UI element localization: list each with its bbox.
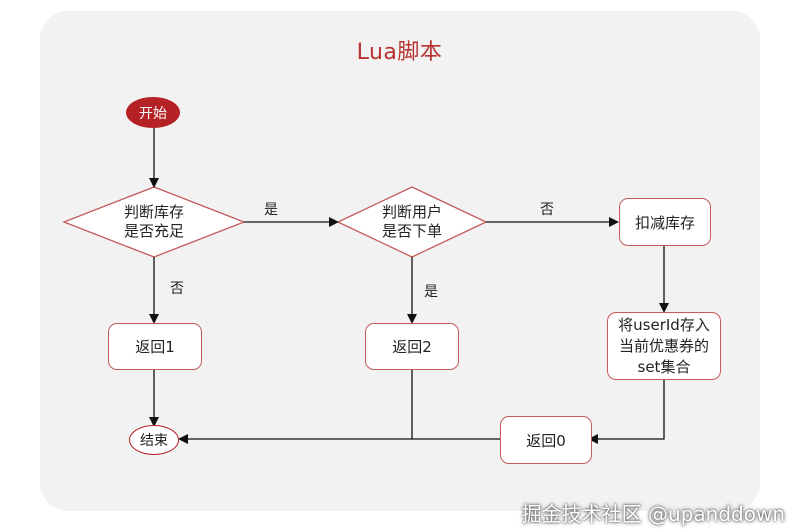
return-1-node: 返回1 [108, 323, 202, 370]
edge-save-to-ret0 [588, 380, 665, 444]
save-to-set-node: 将userId存入 当前优惠券的 set集合 [607, 312, 721, 380]
edge-ret2-to-end [178, 370, 413, 444]
return-0-label: 返回0 [526, 431, 566, 450]
return-2-node: 返回2 [365, 323, 459, 370]
diagram-title: Lua脚本 [356, 40, 443, 65]
start-node-label: 开始 [139, 105, 167, 122]
edge-label-user-yes: 是 [424, 284, 438, 300]
deduct-stock-node: 扣减库存 [619, 198, 711, 246]
return-1-label: 返回1 [135, 338, 175, 356]
stock-check-label: 判断库存 是否充足 [123, 203, 184, 240]
return-0-node: 返回0 [500, 416, 592, 464]
edge-label-stock-yes: 是 [264, 202, 278, 218]
end-node-label: 结束 [140, 433, 168, 449]
edge-label-stock-no: 否 [170, 281, 184, 297]
end-node: 结束 [129, 425, 179, 455]
watermark: 掘金技术社区 @upanddown [521, 502, 785, 526]
user-check-label: 判断用户 是否下单 [381, 203, 442, 240]
start-node: 开始 [126, 97, 180, 128]
return-2-label: 返回2 [392, 338, 432, 356]
deduct-stock-label: 扣减库存 [634, 213, 695, 232]
edge-label-user-no: 否 [540, 202, 554, 218]
